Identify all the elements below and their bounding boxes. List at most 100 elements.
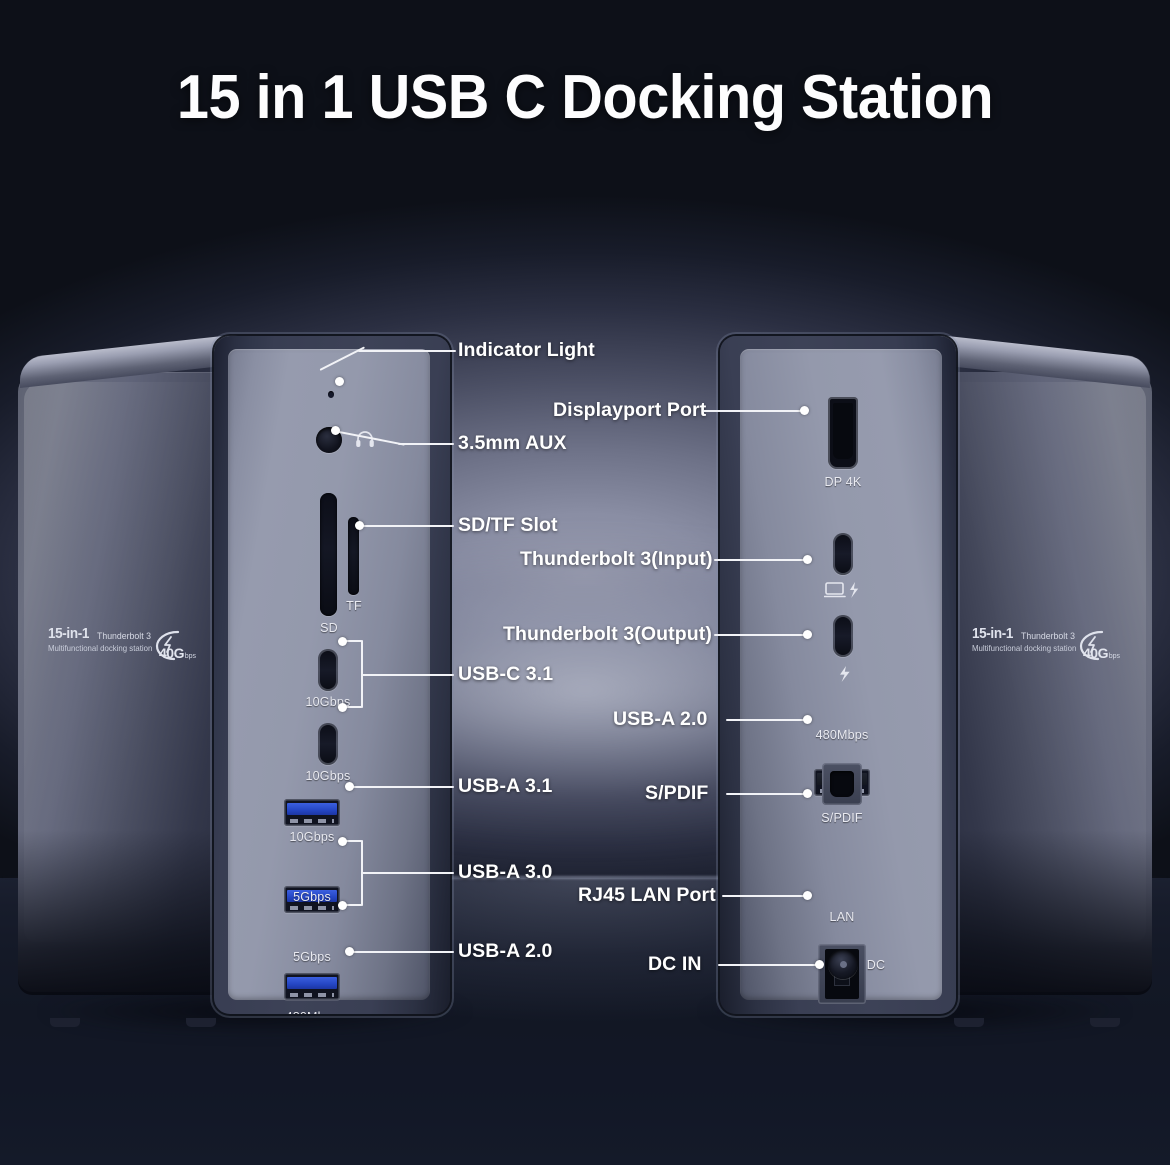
badge-speed: 40G — [1083, 645, 1108, 661]
callout-line — [362, 525, 454, 527]
callout-dot — [345, 947, 354, 956]
tf-card-slot[interactable] — [348, 517, 359, 595]
usb-pins — [290, 819, 334, 823]
brand-thunderbolt: Thunderbolt 3 — [1020, 631, 1075, 642]
callout-line — [362, 674, 454, 676]
callout-line — [714, 634, 806, 636]
dc-center-pin — [839, 960, 847, 968]
thunderbolt-badge-icon — [1079, 630, 1104, 661]
callout-dot — [800, 406, 809, 415]
usb-a-port-3[interactable] — [284, 973, 340, 1000]
displayport-port[interactable] — [828, 397, 858, 469]
dock-back-faceplate: DP 4K 480Mbps — [720, 336, 956, 1014]
callout-label: S/PDIF — [645, 782, 709, 804]
callout-dot — [803, 891, 812, 900]
callout-line — [714, 559, 806, 561]
callout-label: USB-A 2.0 — [613, 708, 708, 730]
thunderbolt-output-port[interactable] — [833, 615, 853, 657]
side-shadow — [932, 830, 1152, 995]
callout-dot — [338, 837, 347, 846]
usb-a-port-2[interactable] — [284, 886, 340, 913]
usb-a-1-label: 10Gbps — [289, 830, 335, 844]
callout-line — [362, 872, 454, 874]
callout-dot — [803, 555, 812, 564]
side-shadow — [18, 830, 238, 995]
speed-badge: 40G bps — [148, 628, 196, 662]
callout-dot — [355, 521, 364, 530]
callout-line — [352, 951, 454, 953]
speed-badge: 40G bps — [1072, 628, 1120, 662]
usb-a-3-label: 5Gbps — [293, 950, 331, 964]
callout-bracket — [361, 840, 363, 906]
brand-plate-back: 15-in-1 Thunderbolt 3 Multifunctional do… — [972, 625, 1122, 661]
brand-thunderbolt: Thunderbolt 3 — [96, 631, 151, 642]
faceplate-surface: DP 4K 480Mbps — [740, 349, 942, 1004]
callout-dot — [338, 637, 347, 646]
tf-slot-label: TF — [346, 599, 362, 613]
callout-dot — [338, 901, 347, 910]
callout-line — [718, 964, 818, 966]
callout-dot — [803, 715, 812, 724]
callout-dot — [345, 782, 354, 791]
callout-dot — [803, 789, 812, 798]
callout-branch — [344, 904, 362, 906]
usb-tongue — [287, 977, 337, 989]
badge-speed: 40G — [159, 645, 184, 661]
thunderbolt-badge-icon — [155, 630, 180, 661]
callout-branch — [344, 706, 362, 708]
callout-label: 3.5mm AUX — [458, 432, 567, 454]
callout-label: USB-A 3.1 — [458, 775, 553, 797]
usb-a-2-label: 5Gbps — [293, 890, 331, 904]
callout-bracket — [361, 640, 363, 708]
callout-branch — [344, 840, 362, 842]
device-foot — [954, 1018, 984, 1027]
usb-a-port-1[interactable] — [284, 799, 340, 826]
device-foot — [1090, 1018, 1120, 1027]
usb-pins — [290, 993, 334, 997]
dock-front-faceplate: SD TF 10Gbps 10Gbps 10Gbps 5Gbps — [214, 336, 450, 1014]
brand-model: 15-in-1 — [972, 625, 1014, 642]
sd-slot-label: SD — [320, 621, 338, 635]
indicator-light — [328, 391, 334, 398]
usb-c-port-2[interactable] — [318, 723, 338, 765]
sd-card-slot[interactable] — [320, 493, 337, 616]
lightning-icon — [840, 666, 850, 682]
device-foot — [50, 1018, 80, 1027]
callout-label: Thunderbolt 3(Input) — [520, 548, 713, 570]
callout-label: SD/TF Slot — [458, 514, 558, 536]
callout-label: USB-C 3.1 — [458, 663, 554, 685]
thunderbolt-input-port[interactable] — [833, 533, 853, 575]
usb-pins — [290, 906, 334, 910]
dc-power-jack[interactable] — [828, 949, 858, 979]
usb-c-2-label: 10Gbps — [305, 769, 351, 783]
usb-a-20-label: 480Mbps — [815, 728, 869, 742]
dock-front-unit: 15-in-1 Thunderbolt 3 Multifunctional do… — [18, 330, 450, 1027]
lan-label: LAN — [829, 910, 855, 924]
brand-model: 15-in-1 — [48, 625, 90, 642]
spdif-hole — [830, 771, 854, 797]
callout-label: Thunderbolt 3(Output) — [503, 623, 712, 645]
spdif-port[interactable] — [822, 763, 862, 805]
dock-back-unit: 15-in-1 Thunderbolt 3 Multifunctional do… — [720, 330, 1152, 1027]
dc-label: DC — [866, 958, 886, 972]
callout-label: Indicator Light — [458, 339, 595, 361]
callout-line — [703, 410, 803, 412]
brand-tagline: Multifunctional docking station — [972, 643, 1077, 653]
usb-c-port-1[interactable] — [318, 649, 338, 691]
callout-label: RJ45 LAN Port — [578, 884, 716, 906]
page-title: 15 in 1 USB C Docking Station — [176, 63, 994, 132]
badge-unit: bps — [1108, 653, 1120, 660]
device-foot — [186, 1018, 216, 1027]
callout-dot — [335, 377, 344, 386]
callout-line — [352, 786, 454, 788]
usb-a-4-label: 480Mbps — [286, 1010, 339, 1014]
horizon-line — [0, 876, 1170, 879]
callout-dot — [331, 426, 340, 435]
callout-branch — [344, 640, 362, 642]
callout-line — [358, 350, 456, 352]
callout-dot — [803, 630, 812, 639]
callout-label: USB-A 2.0 — [458, 940, 553, 962]
callout-line — [726, 793, 806, 795]
callout-line — [726, 719, 806, 721]
